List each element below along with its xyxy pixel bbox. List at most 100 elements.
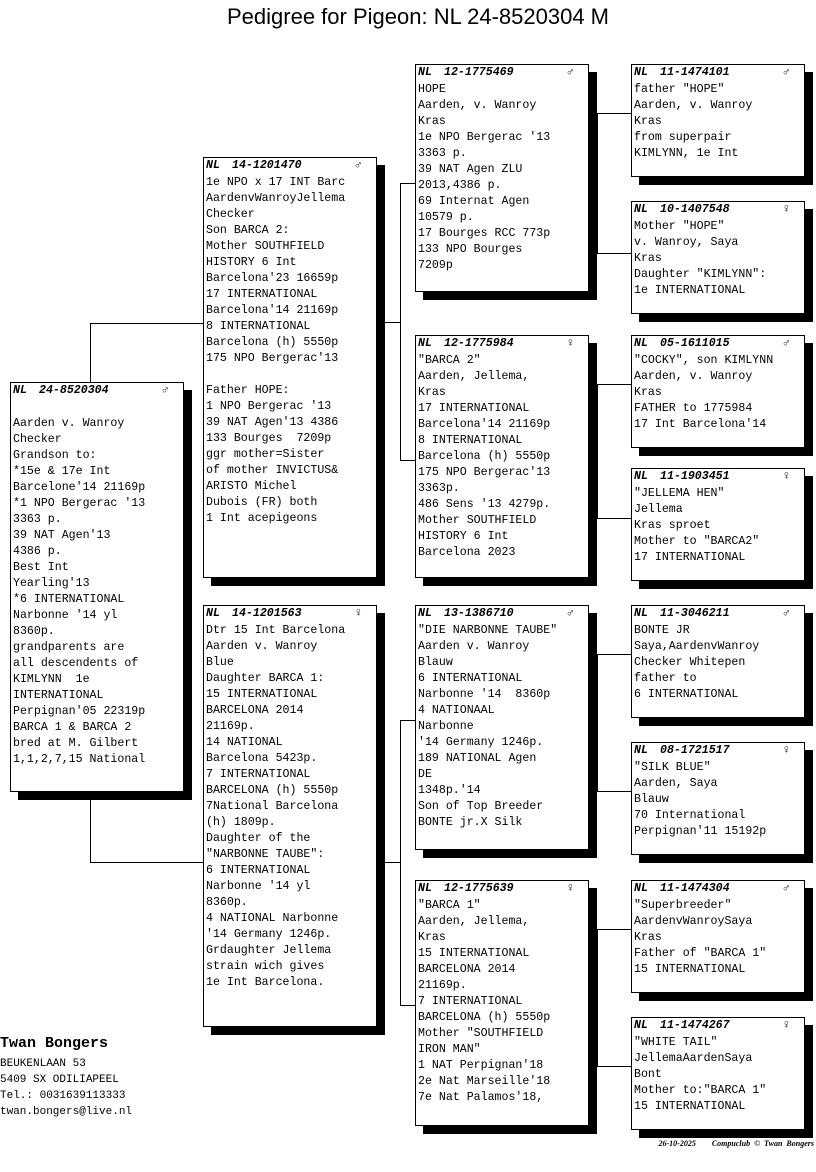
country-code: NL <box>418 882 432 895</box>
info-line: 133 Bourges 7209p <box>206 432 332 445</box>
info-line: Kras <box>418 931 446 944</box>
info-line: Kras <box>634 386 662 399</box>
connector <box>385 862 400 863</box>
info-line: "Superbreeder" <box>634 899 732 912</box>
info-line: Blue <box>206 656 234 669</box>
info-line: Aarden, Jellema, <box>418 915 530 928</box>
info-line: Barcelona (h) 5550p <box>206 336 339 349</box>
connector <box>597 929 598 1066</box>
info-line: Father of "BARCA 1" <box>634 947 767 960</box>
connector <box>597 929 631 930</box>
owner-address: BEUKENLAAN 53 <box>0 1058 86 1070</box>
info-line: 17 Bourges RCC 773p <box>418 227 551 240</box>
info-line: Checker Whitepen <box>634 656 746 669</box>
info-line: '14 Germany 1246p. <box>418 736 544 749</box>
info-line: "SILK BLUE" <box>634 761 711 774</box>
country-code: NL <box>13 384 27 397</box>
info-line: 8 INTERNATIONAL <box>418 434 523 447</box>
female-icon: ♀ <box>782 469 790 483</box>
info-line: 7 INTERNATIONAL <box>206 768 311 781</box>
info-line: BARCA 1 & BARCA 2 <box>13 721 132 734</box>
ring-number: 11-3046211 <box>660 607 730 620</box>
info-line <box>13 400 183 416</box>
info-line: Best Int <box>13 561 69 574</box>
info-line: Aarden, v. Wanroy <box>634 370 753 383</box>
male-icon: ♂ <box>782 336 790 350</box>
male-icon: ♂ <box>782 881 790 895</box>
connector <box>400 460 415 461</box>
info-line: Kras sproet <box>634 519 711 532</box>
country-code: NL <box>634 607 648 620</box>
info-line: BARCELONA (h) 5550p <box>206 784 339 797</box>
info-line: Aarden v. Wanroy <box>13 417 125 430</box>
info-line: 7e Nat Palamos'18, <box>418 1091 544 1104</box>
credit: Compuclub © Twan Bongers <box>711 1139 814 1148</box>
info-line: Barcelona'14 21169p <box>206 304 339 317</box>
country-code: NL <box>206 607 220 620</box>
info-line <box>206 367 376 383</box>
info-line: 1348p.'14 <box>418 784 481 797</box>
info-line: KIMLYNN, 1e Int <box>634 147 739 160</box>
info-line: HISTORY 6 Int <box>418 530 509 543</box>
info-line: "BARCA 1" <box>418 899 481 912</box>
connector <box>385 322 400 323</box>
info-line: Son of Top Breeder <box>418 800 544 813</box>
country-code: NL <box>634 882 648 895</box>
info-line: father to <box>634 672 697 685</box>
country-code: NL <box>634 66 648 79</box>
ring-number: 11-1474304 <box>660 882 730 895</box>
info-line: *6 INTERNATIONAL <box>13 593 125 606</box>
info-line: *15e & 17e Int <box>13 465 111 478</box>
female-icon: ♀ <box>566 881 574 895</box>
female-icon: ♀ <box>782 743 790 757</box>
info-line: 1 NPO Bergerac '13 <box>206 400 332 413</box>
ring-number: 10-1407548 <box>660 203 730 216</box>
info-line: JellemaAardenSaya <box>634 1052 753 1065</box>
info-line: BONTE JR <box>634 624 690 637</box>
info-line: 15 INTERNATIONAL <box>418 947 530 960</box>
info-line: 1 NAT Perpignan'18 <box>418 1059 544 1072</box>
info-line: Father HOPE: <box>206 384 290 397</box>
info-line: Narbonne '14 yl <box>13 609 118 622</box>
country-code: NL <box>634 337 648 350</box>
page-title: Pedigree for Pigeon: NL 24-8520304 M <box>227 4 609 29</box>
info-line: 4 NATIONAL Narbonne <box>206 912 339 925</box>
info-line: BONTE jr.X Silk <box>418 816 523 829</box>
info-line: BARCELONA 2014 <box>206 704 304 717</box>
info-line: HISTORY 6 Int <box>206 256 297 269</box>
connector <box>597 384 631 385</box>
connector <box>597 1066 631 1067</box>
info-line: 8360p. <box>206 896 248 909</box>
info-line: *1 NPO Bergerac '13 <box>13 497 146 510</box>
owner-email: twan.bongers@live.nl <box>0 1106 133 1118</box>
male-icon: ♂ <box>782 606 790 620</box>
ring-number: 11-1474101 <box>660 66 730 79</box>
info-line: 1e INTERNATIONAL <box>634 284 746 297</box>
info-line: Barcelona'14 21169p <box>418 418 551 431</box>
info-line: 15 INTERNATIONAL <box>634 963 746 976</box>
info-line: v. Wanroy, Saya <box>634 236 739 249</box>
info-line: Daughter BARCA 1: <box>206 672 325 685</box>
info-line: Barcelona 5423p. <box>206 752 318 765</box>
